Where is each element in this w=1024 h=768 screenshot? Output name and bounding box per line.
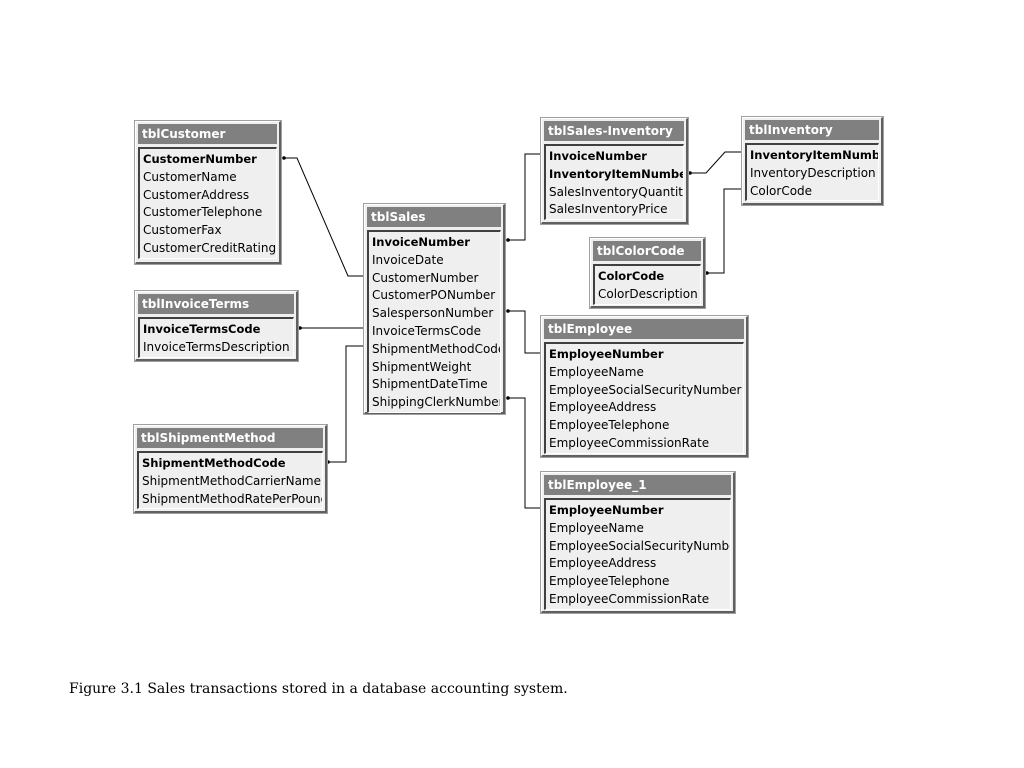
field-customertelephone[interactable]: CustomerTelephone xyxy=(143,205,263,220)
link-end-dot xyxy=(506,238,510,242)
field-customercreditrating[interactable]: CustomerCreditRating xyxy=(143,240,277,255)
field-colordescription[interactable]: ColorDescription xyxy=(598,286,698,301)
field-shippingclerknumber[interactable]: ShippingClerkNumber xyxy=(372,395,501,410)
field-colorcode[interactable]: ColorCode xyxy=(750,183,813,198)
link-end-dot xyxy=(298,326,302,330)
field-employeeaddress[interactable]: EmployeeAddress xyxy=(549,556,657,571)
table-tblinventory[interactable]: tblInventory InventoryItemNumberInventor… xyxy=(742,117,883,205)
table-title[interactable]: tblEmployee_1 xyxy=(544,475,731,495)
field-employeecommissionrate[interactable]: EmployeeCommissionRate xyxy=(549,435,710,450)
table-title[interactable]: tblEmployee xyxy=(544,319,744,339)
field-colorcode[interactable]: ColorCode xyxy=(598,269,665,283)
field-shipmentweight[interactable]: ShipmentWeight xyxy=(372,359,472,374)
field-customername[interactable]: CustomerName xyxy=(143,169,237,184)
field-invoicedate[interactable]: InvoiceDate xyxy=(372,252,444,267)
table-title[interactable]: tblInventory xyxy=(745,120,879,140)
link-end-dot xyxy=(326,460,330,464)
field-shipmentmethodcode[interactable]: ShipmentMethodCode xyxy=(372,341,501,356)
field-salesinventoryprice[interactable]: SalesInventoryPrice xyxy=(549,202,668,217)
field-employeeaddress[interactable]: EmployeeAddress xyxy=(549,400,657,415)
field-employeetelephone[interactable]: EmployeeTelephone xyxy=(549,418,670,433)
link-end-dot xyxy=(506,309,510,313)
field-customerponumber[interactable]: CustomerPONumber xyxy=(372,288,496,303)
field-inventoryitemnumber[interactable]: InventoryItemNumber xyxy=(549,166,684,181)
table-title[interactable]: tblColorCode xyxy=(593,241,701,261)
table-title[interactable]: tblShipmentMethod xyxy=(137,428,323,448)
field-employeenumber[interactable]: EmployeeNumber xyxy=(549,503,664,517)
field-shipmentmethodcode[interactable]: ShipmentMethodCode xyxy=(142,456,286,470)
link-end-dot xyxy=(282,156,286,160)
field-salesinventoryquantity[interactable]: SalesInventoryQuantity xyxy=(549,184,684,199)
link-end-dot xyxy=(506,396,510,400)
field-inventorydescription[interactable]: InventoryDescription xyxy=(750,165,876,180)
field-customernumber[interactable]: CustomerNumber xyxy=(372,270,479,285)
field-invoicetermsdescription[interactable]: InvoiceTermsDescription xyxy=(143,339,290,354)
field-employeenumber[interactable]: EmployeeNumber xyxy=(549,347,664,361)
field-invoicenumber[interactable]: InvoiceNumber xyxy=(549,149,647,163)
link-sales-employee xyxy=(508,310,542,354)
field-employeecommissionrate[interactable]: EmployeeCommissionRate xyxy=(549,591,710,606)
field-inventoryitemnumber[interactable]: InventoryItemNumber xyxy=(750,148,878,162)
table-title[interactable]: tblSales-Inventory xyxy=(544,121,684,141)
field-shipmentmethodrateperpound[interactable]: ShipmentMethodRatePerPound xyxy=(142,491,323,506)
field-employeesocialsecuritynumber[interactable]: EmployeeSocialSecurityNumber xyxy=(549,382,742,397)
link-end-dot xyxy=(688,171,692,175)
link-customer-sales xyxy=(284,157,366,277)
field-employeetelephone[interactable]: EmployeeTelephone xyxy=(549,574,670,589)
field-invoicetermscode[interactable]: InvoiceTermsCode xyxy=(143,322,261,336)
table-title[interactable]: tblSales xyxy=(367,207,501,227)
figure-caption: Figure 3.1 Sales transactions stored in … xyxy=(69,681,568,697)
link-salesinventory-inventory xyxy=(690,151,744,174)
field-shipmentdatetime[interactable]: ShipmentDateTime xyxy=(372,377,488,392)
link-colorcode-inventory xyxy=(707,188,744,274)
field-list: InventoryItemNumberInventoryDescriptionC… xyxy=(745,143,879,202)
field-customerfax[interactable]: CustomerFax xyxy=(143,223,222,238)
field-customeraddress[interactable]: CustomerAddress xyxy=(143,187,250,202)
field-invoicenumber[interactable]: InvoiceNumber xyxy=(372,235,470,249)
field-employeesocialsecuritynumber[interactable]: EmployeeSocialSecurityNumber xyxy=(549,538,731,553)
field-invoicetermscode[interactable]: InvoiceTermsCode xyxy=(372,323,481,338)
table-title[interactable]: tblCustomer xyxy=(138,124,277,144)
field-shipmentmethodcarriername[interactable]: ShipmentMethodCarrierName xyxy=(142,473,322,488)
table-title[interactable]: tblInvoiceTerms xyxy=(138,294,294,314)
field-employeename[interactable]: EmployeeName xyxy=(549,364,644,379)
field-salespersonnumber[interactable]: SalespersonNumber xyxy=(372,306,494,321)
field-customernumber[interactable]: CustomerNumber xyxy=(143,152,257,166)
field-employeename[interactable]: EmployeeName xyxy=(549,520,644,535)
link-sales-employee1 xyxy=(508,397,542,509)
link-end-dot xyxy=(705,271,709,275)
link-shipmentmethod-sales xyxy=(328,345,366,463)
link-sales-salesinventory xyxy=(508,153,542,241)
